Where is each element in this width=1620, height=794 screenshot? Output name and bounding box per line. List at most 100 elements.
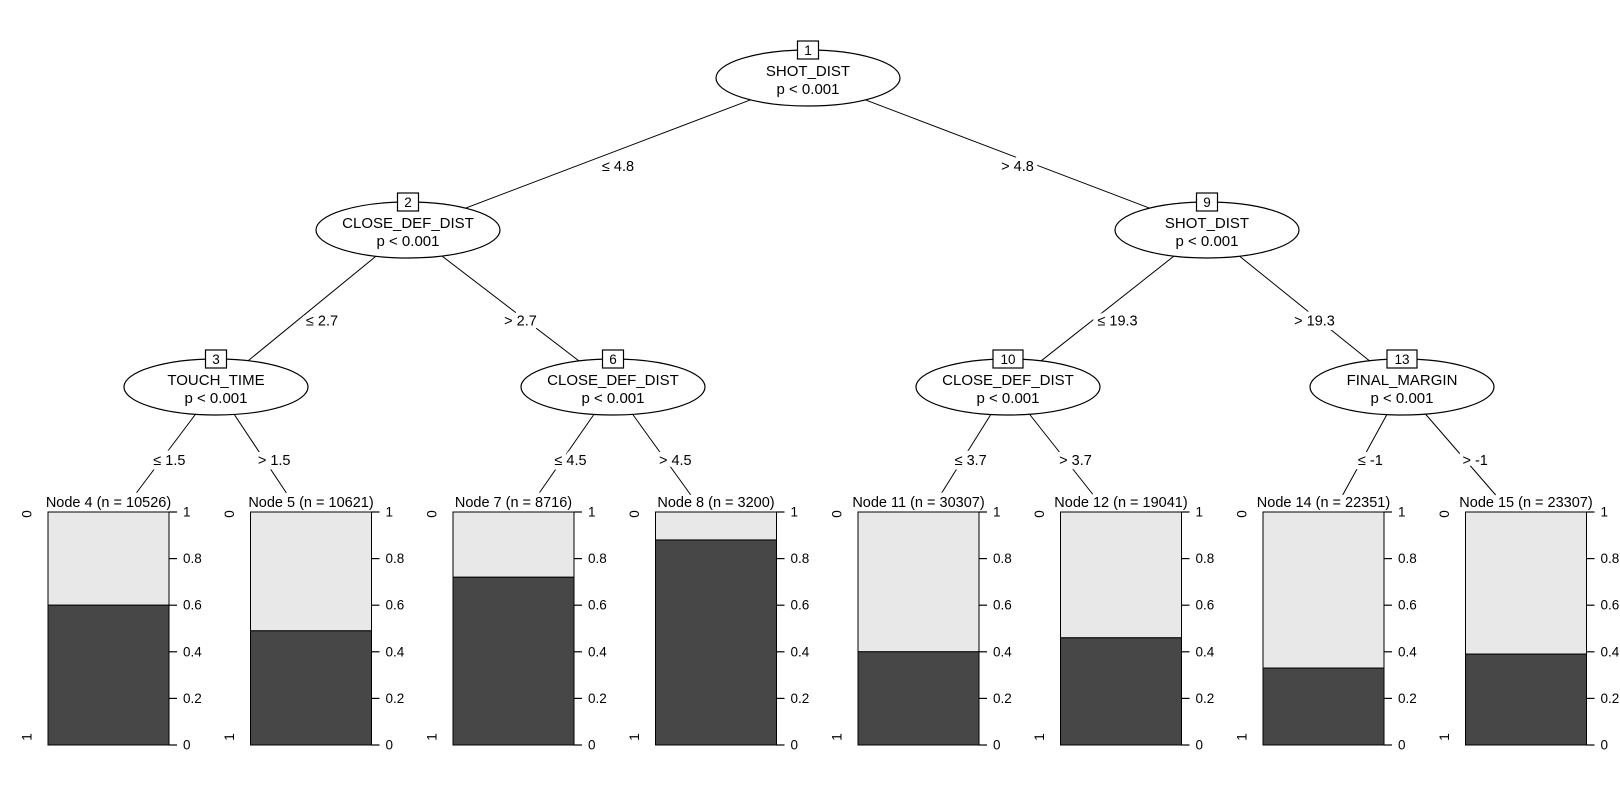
terminal-node-title: Node 14 (n = 22351) — [1257, 495, 1390, 511]
node-id-box — [601, 349, 625, 369]
y-axis-tick-label: 0.8 — [993, 551, 1012, 566]
edge-split-label: ≤ 19.3 — [1097, 314, 1137, 330]
edge-split-label: > 1.5 — [258, 453, 291, 469]
category-label-bottom: 1 — [627, 733, 642, 741]
bar-segment-light — [1465, 511, 1587, 655]
node-pvalue-label: p < 0.001 — [977, 390, 1040, 407]
node-id-label: 9 — [1203, 195, 1211, 210]
category-label-top: 0 — [425, 510, 440, 518]
node-pvalue-label: p < 0.001 — [1371, 390, 1434, 407]
bar-segment-dark — [1465, 653, 1587, 746]
y-axis-tick-label: 0.8 — [1601, 551, 1620, 566]
bar-segment-light — [47, 511, 170, 606]
node-id-label: 3 — [212, 352, 220, 367]
y-axis-tick-label: 0.6 — [588, 598, 607, 613]
bar-segment-dark — [452, 576, 575, 746]
edge-split-label: > 2.7 — [504, 314, 537, 330]
category-label-top: 0 — [20, 510, 35, 518]
category-label-bottom: 1 — [20, 733, 35, 741]
category-label-top: 0 — [1437, 510, 1452, 518]
node-pvalue-label: p < 0.001 — [185, 390, 248, 407]
y-axis-tick-label: 0.8 — [386, 551, 405, 566]
y-axis-tick-label: 0.6 — [1398, 598, 1417, 613]
node-variable-label: FINAL_MARGIN — [1347, 372, 1458, 389]
bar-segment-dark — [1262, 667, 1385, 746]
edge-split-label: > 4.5 — [659, 453, 692, 469]
node-pvalue-label: p < 0.001 — [1176, 233, 1239, 250]
y-axis-tick-label: 1 — [791, 505, 799, 520]
category-label-top: 0 — [627, 510, 642, 518]
terminal-node-title: Node 5 (n = 10621) — [248, 495, 373, 511]
edge-split-label: ≤ 1.5 — [153, 453, 185, 469]
node-id-box — [1386, 349, 1418, 369]
node-id-label: 13 — [1394, 352, 1409, 367]
node-variable-label: SHOT_DIST — [1165, 215, 1249, 232]
node-pvalue-label: p < 0.001 — [377, 233, 440, 250]
terminal-node-title: Node 12 (n = 19041) — [1054, 495, 1187, 511]
y-axis-tick-label: 0 — [993, 738, 1001, 753]
category-label-bottom: 1 — [425, 733, 440, 741]
bar-segment-light — [452, 511, 575, 578]
node-pvalue-label: p < 0.001 — [777, 81, 840, 98]
y-axis-tick-label: 0.2 — [993, 691, 1012, 706]
y-axis-tick-label: 0.8 — [1398, 551, 1417, 566]
y-axis-tick-label: 1 — [1196, 505, 1204, 520]
node-variable-label: SHOT_DIST — [766, 63, 850, 80]
node-id-label: 10 — [1000, 352, 1015, 367]
y-axis-tick-label: 0.2 — [1601, 691, 1620, 706]
edge-line — [407, 77, 809, 231]
y-axis-tick-label: 1 — [1398, 505, 1406, 520]
bar-segment-light — [857, 511, 980, 653]
y-axis-tick-label: 0 — [588, 738, 596, 753]
category-label-bottom: 1 — [1235, 733, 1250, 741]
edge-split-label: ≤ -1 — [1358, 453, 1383, 469]
y-axis-tick-label: 0.4 — [791, 644, 810, 659]
node-variable-label: CLOSE_DEF_DIST — [942, 372, 1074, 389]
y-axis-tick-label: 0.2 — [183, 691, 202, 706]
y-axis-tick-label: 0.4 — [1398, 644, 1417, 659]
y-axis-tick-label: 0 — [386, 738, 394, 753]
y-axis-tick-label: 1 — [183, 505, 191, 520]
y-axis-tick-label: 0.8 — [588, 551, 607, 566]
terminal-node-title: Node 7 (n = 8716) — [455, 495, 572, 511]
bar-segment-dark — [857, 651, 980, 746]
y-axis-tick-label: 0.4 — [588, 644, 607, 659]
terminal-node-title: Node 4 (n = 10526) — [46, 495, 171, 511]
y-axis-tick-label: 0.8 — [791, 551, 810, 566]
y-axis-tick-label: 0.2 — [791, 691, 810, 706]
bar-segment-light — [250, 511, 372, 632]
y-axis-tick-label: 1 — [993, 505, 1001, 520]
node-variable-label: TOUCH_TIME — [167, 372, 264, 389]
y-axis-tick-label: 1 — [386, 505, 394, 520]
terminal-node-title: Node 8 (n = 3200) — [657, 495, 774, 511]
edge-split-label: ≤ 4.5 — [554, 453, 586, 469]
bar-segment-dark — [47, 604, 170, 746]
bar-segment-dark — [1060, 637, 1182, 746]
node-id-label: 2 — [404, 195, 412, 210]
y-axis-tick-label: 0.8 — [183, 551, 202, 566]
y-axis-tick-label: 0.4 — [1196, 644, 1215, 659]
y-axis-tick-label: 0.2 — [588, 691, 607, 706]
y-axis-tick-label: 0.6 — [1196, 598, 1215, 613]
node-pvalue-label: p < 0.001 — [582, 390, 645, 407]
edge-split-label: > -1 — [1462, 453, 1487, 469]
node-id-box — [1195, 192, 1219, 212]
node-variable-label: CLOSE_DEF_DIST — [547, 372, 679, 389]
bar-segment-dark — [655, 539, 777, 746]
category-label-top: 0 — [1235, 510, 1250, 518]
category-label-bottom: 1 — [1032, 733, 1047, 741]
y-axis-tick-label: 0.6 — [993, 598, 1012, 613]
category-label-bottom: 1 — [830, 733, 845, 741]
category-label-bottom: 1 — [222, 733, 237, 741]
edge-line — [807, 77, 1208, 231]
y-axis-tick-label: 0.4 — [1601, 644, 1620, 659]
category-label-top: 0 — [222, 510, 237, 518]
y-axis-tick-label: 0.4 — [993, 644, 1012, 659]
bar-segment-dark — [250, 630, 372, 746]
bar-segment-light — [655, 511, 777, 541]
bar-segment-light — [1060, 511, 1182, 639]
node-id-label: 6 — [609, 352, 617, 367]
node-id-box — [396, 192, 420, 212]
y-axis-tick-label: 0.6 — [791, 598, 810, 613]
